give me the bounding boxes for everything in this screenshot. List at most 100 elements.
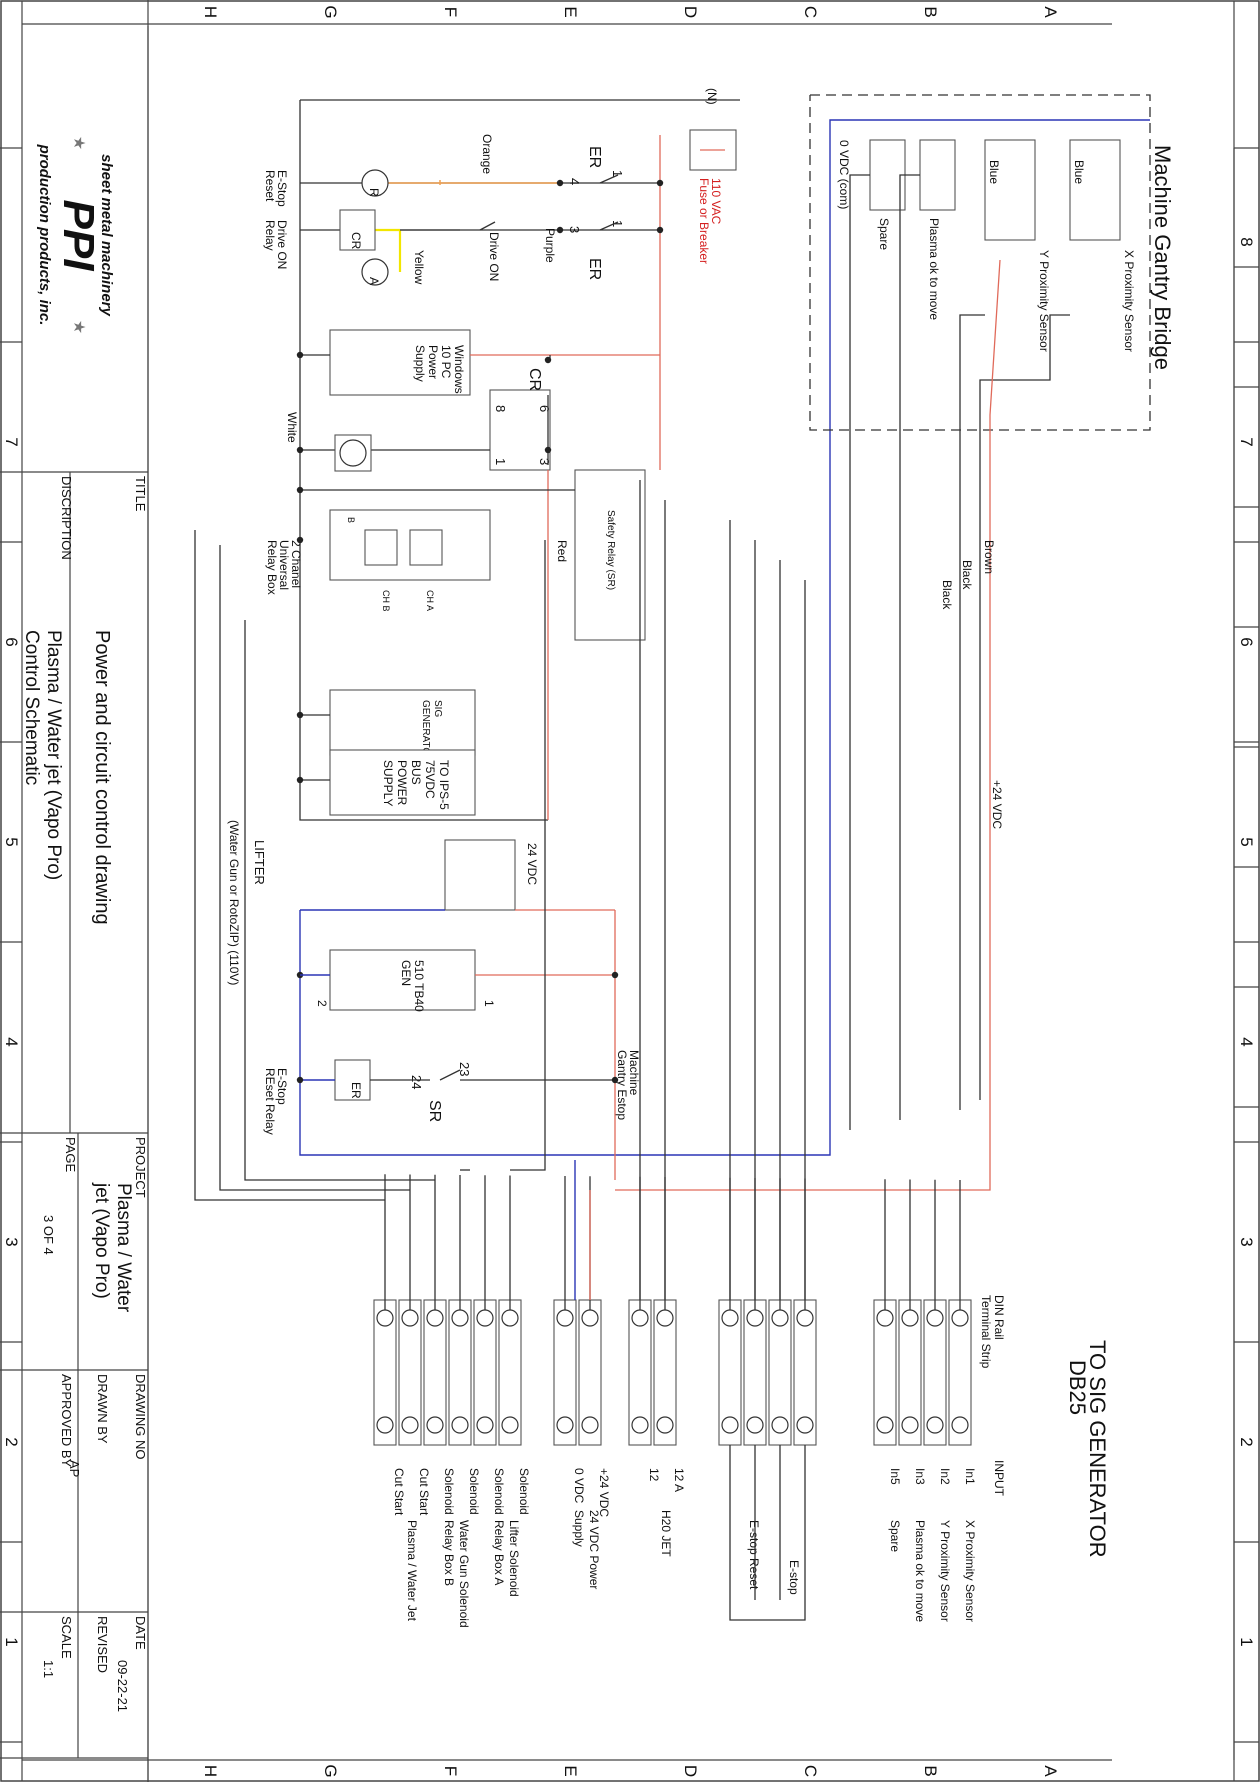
junction-dot [556, 179, 564, 187]
row-label: F [441, 7, 460, 17]
screw-icon [581, 1309, 599, 1327]
safety-relay-label: Safety Relay (SR) [605, 510, 616, 590]
junction-dot [296, 711, 304, 719]
column-labels-bottom: 1 2 3 4 5 6 7 [2, 437, 21, 1646]
screw-icon [876, 1309, 894, 1327]
screw-icon [401, 1416, 419, 1434]
row-label: E [561, 6, 580, 17]
fuse-label-2: Fuse or Breaker [697, 178, 711, 264]
bridge-rectifier-24vdc [444, 839, 516, 911]
screw-icon [451, 1309, 469, 1327]
neutral-label: (N) [705, 88, 719, 105]
junction-dot [656, 179, 664, 187]
screw-icon [771, 1309, 789, 1327]
screw-icon [426, 1416, 444, 1434]
terminal-heading-2: DB25 [1065, 1360, 1090, 1415]
column-label: 1 [2, 1637, 21, 1646]
lifter-label: LIFTER [252, 840, 267, 885]
gantry-estop-label-2: Gantry Estop [615, 1050, 629, 1120]
column-label: 5 [1237, 837, 1256, 846]
screw-icon [401, 1309, 419, 1327]
cr-coil-label: CR [349, 232, 363, 250]
sig-gen-label-1: SIG [432, 700, 443, 717]
gantry-title: Machine Gantry Bridge [1150, 145, 1175, 370]
column-label: 8 [1237, 237, 1256, 246]
estop-relay-label-2: REset Relay [263, 1068, 277, 1135]
sig-gen-label-2: GENERATOR [420, 700, 431, 762]
gun-wire [244, 620, 435, 1181]
screw-icon [581, 1416, 599, 1434]
din-label-2: Terminal Strip [979, 1295, 993, 1369]
column-label: 4 [2, 1037, 21, 1046]
column-label: 3 [2, 1237, 21, 1246]
pc-line-3: Power [426, 345, 440, 379]
ch-a-label: CH A [425, 590, 435, 611]
input-label: INPUT [992, 1460, 1006, 1497]
screw-icon [501, 1309, 519, 1327]
supply-name-2: Supply [572, 1510, 586, 1547]
cut-name-label: Plasma / Water Jet [405, 1520, 419, 1622]
drive-on-label: Drive ON [487, 232, 501, 281]
row-label: H [201, 6, 220, 18]
pc-line-2: 10 PC [439, 345, 453, 379]
black-label-1: Black [960, 560, 974, 590]
junction-dot [556, 226, 564, 234]
screw-icon [426, 1309, 444, 1327]
cut-b-label: Cut Start [392, 1468, 406, 1516]
cut-a-label: Cut Start [417, 1468, 431, 1516]
pin-24: 24 [409, 1075, 424, 1089]
lifter-name-2: Relay Box A [492, 1520, 506, 1585]
junction-dot [611, 971, 619, 979]
drive-on-relay-label-2: Relay [263, 220, 277, 251]
tb40-label-2: GEN [399, 960, 413, 986]
input-name-label: Plasma ok to move [913, 1520, 927, 1622]
relay-ch-b [364, 529, 398, 566]
screw-icon [631, 1416, 649, 1434]
blue-common-loop [299, 119, 1150, 1156]
tb40-label-1: 510 TB40 [412, 960, 426, 1012]
screw-icon [926, 1416, 944, 1434]
tb40-pin-2: 2 [315, 1000, 329, 1007]
tb40-pin-1: 1 [482, 1000, 496, 1007]
screw-icon [476, 1416, 494, 1434]
cr-label: CR [526, 368, 543, 391]
column-label: 6 [1237, 637, 1256, 646]
y-proximity-sensor [984, 139, 1036, 241]
brown-label: Brown [982, 540, 996, 574]
junction-dot [296, 776, 304, 784]
yellow-label: Yellow [412, 250, 426, 285]
gun-name-2: Relay Box B [442, 1520, 456, 1586]
ips-label-3: BUS [409, 760, 423, 785]
cut-wire-2 [219, 545, 410, 1191]
screw-icon [376, 1309, 394, 1327]
cr-relay-contacts [489, 389, 551, 471]
lifter-a-label: Solenoid [517, 1468, 531, 1515]
h20-name-label: H20 JET [659, 1510, 673, 1557]
row-label: D [681, 1765, 700, 1777]
column-label: 5 [2, 837, 21, 846]
column-label: 6 [2, 637, 21, 646]
screw-icon [556, 1416, 574, 1434]
row-label: C [801, 6, 820, 18]
pc-line-4: Supply [413, 345, 427, 382]
pin-4: 4 [567, 178, 582, 185]
pin-3c: 3 [537, 458, 552, 465]
cut-wire-1 [194, 530, 385, 1201]
plasma-ok-wire [899, 174, 920, 1120]
estop-reset-terminal-label: E-stop Reset [747, 1520, 761, 1590]
screw-icon [951, 1309, 969, 1327]
relay-box-label-1: 2 Chanel [289, 540, 303, 588]
plasma-ok-label: Plasma ok to move [927, 218, 941, 320]
ips-label-5: SUPPLY [381, 760, 395, 806]
tb40-generator [329, 949, 476, 1011]
junction-dot [544, 356, 552, 364]
row-label: A [1041, 1765, 1060, 1777]
gun-a-label: Solenoid [467, 1468, 481, 1515]
blue-label-y: Blue [987, 160, 1001, 184]
relay-ch-a [409, 529, 443, 566]
gun-b-label: Solenoid [442, 1468, 456, 1515]
relay-box-label-2: Universal [277, 540, 291, 590]
junction-dot [656, 226, 664, 234]
spare-label: Spare [877, 218, 891, 250]
